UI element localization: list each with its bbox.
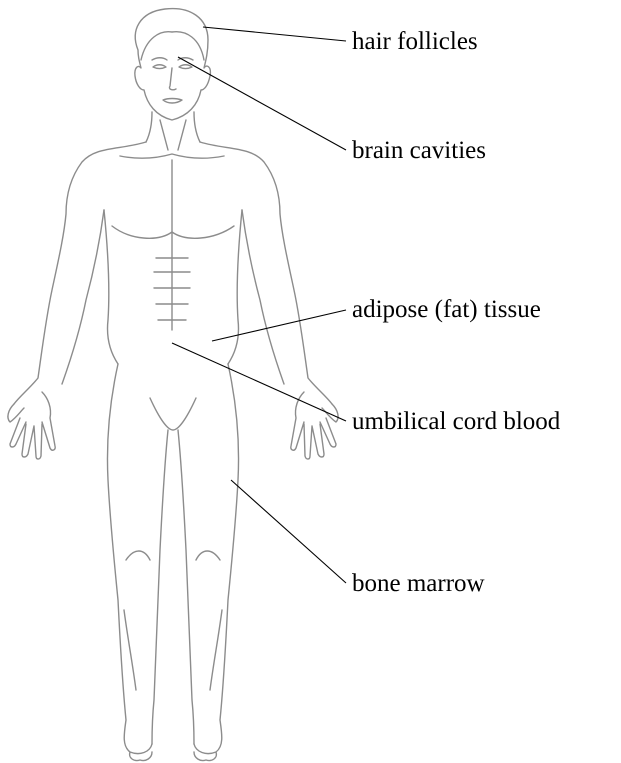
- arm-inner-left: [62, 210, 104, 384]
- nose: [169, 68, 176, 90]
- knees: [126, 551, 220, 560]
- neck-left: [146, 112, 152, 142]
- leader-brain: [178, 57, 346, 150]
- clavicles: [120, 154, 224, 158]
- label-bone-marrow: bone marrow: [352, 571, 485, 596]
- eye-right: [179, 65, 192, 69]
- mouth: [163, 99, 182, 104]
- hairline: [141, 32, 204, 60]
- eye-left: [153, 65, 166, 69]
- leg-right-outer: [194, 364, 239, 754]
- arm-inner-right: [242, 210, 284, 384]
- neck-muscle: [160, 120, 186, 150]
- label-brain-cavities: brain cavities: [352, 138, 486, 163]
- groin: [150, 398, 196, 430]
- neck-right: [194, 112, 200, 142]
- leg-left-outer: [107, 364, 152, 754]
- leader-hair: [203, 27, 346, 41]
- label-adipose-tissue: adipose (fat) tissue: [352, 297, 541, 322]
- leg-left-inner: [152, 430, 168, 744]
- waist-right: [228, 210, 242, 364]
- leader-adipose: [212, 310, 346, 341]
- leader-cord: [172, 343, 346, 421]
- waist-left: [104, 210, 118, 364]
- chest: [112, 226, 234, 238]
- calves: [124, 610, 222, 690]
- torso-left: [14, 142, 146, 404]
- label-umbilical-cord-blood: umbilical cord blood: [352, 409, 560, 434]
- label-hair-follicles: hair follicles: [352, 29, 478, 54]
- brow-left: [152, 58, 167, 60]
- leader-marrow: [231, 480, 346, 583]
- leg-right-inner: [178, 430, 194, 744]
